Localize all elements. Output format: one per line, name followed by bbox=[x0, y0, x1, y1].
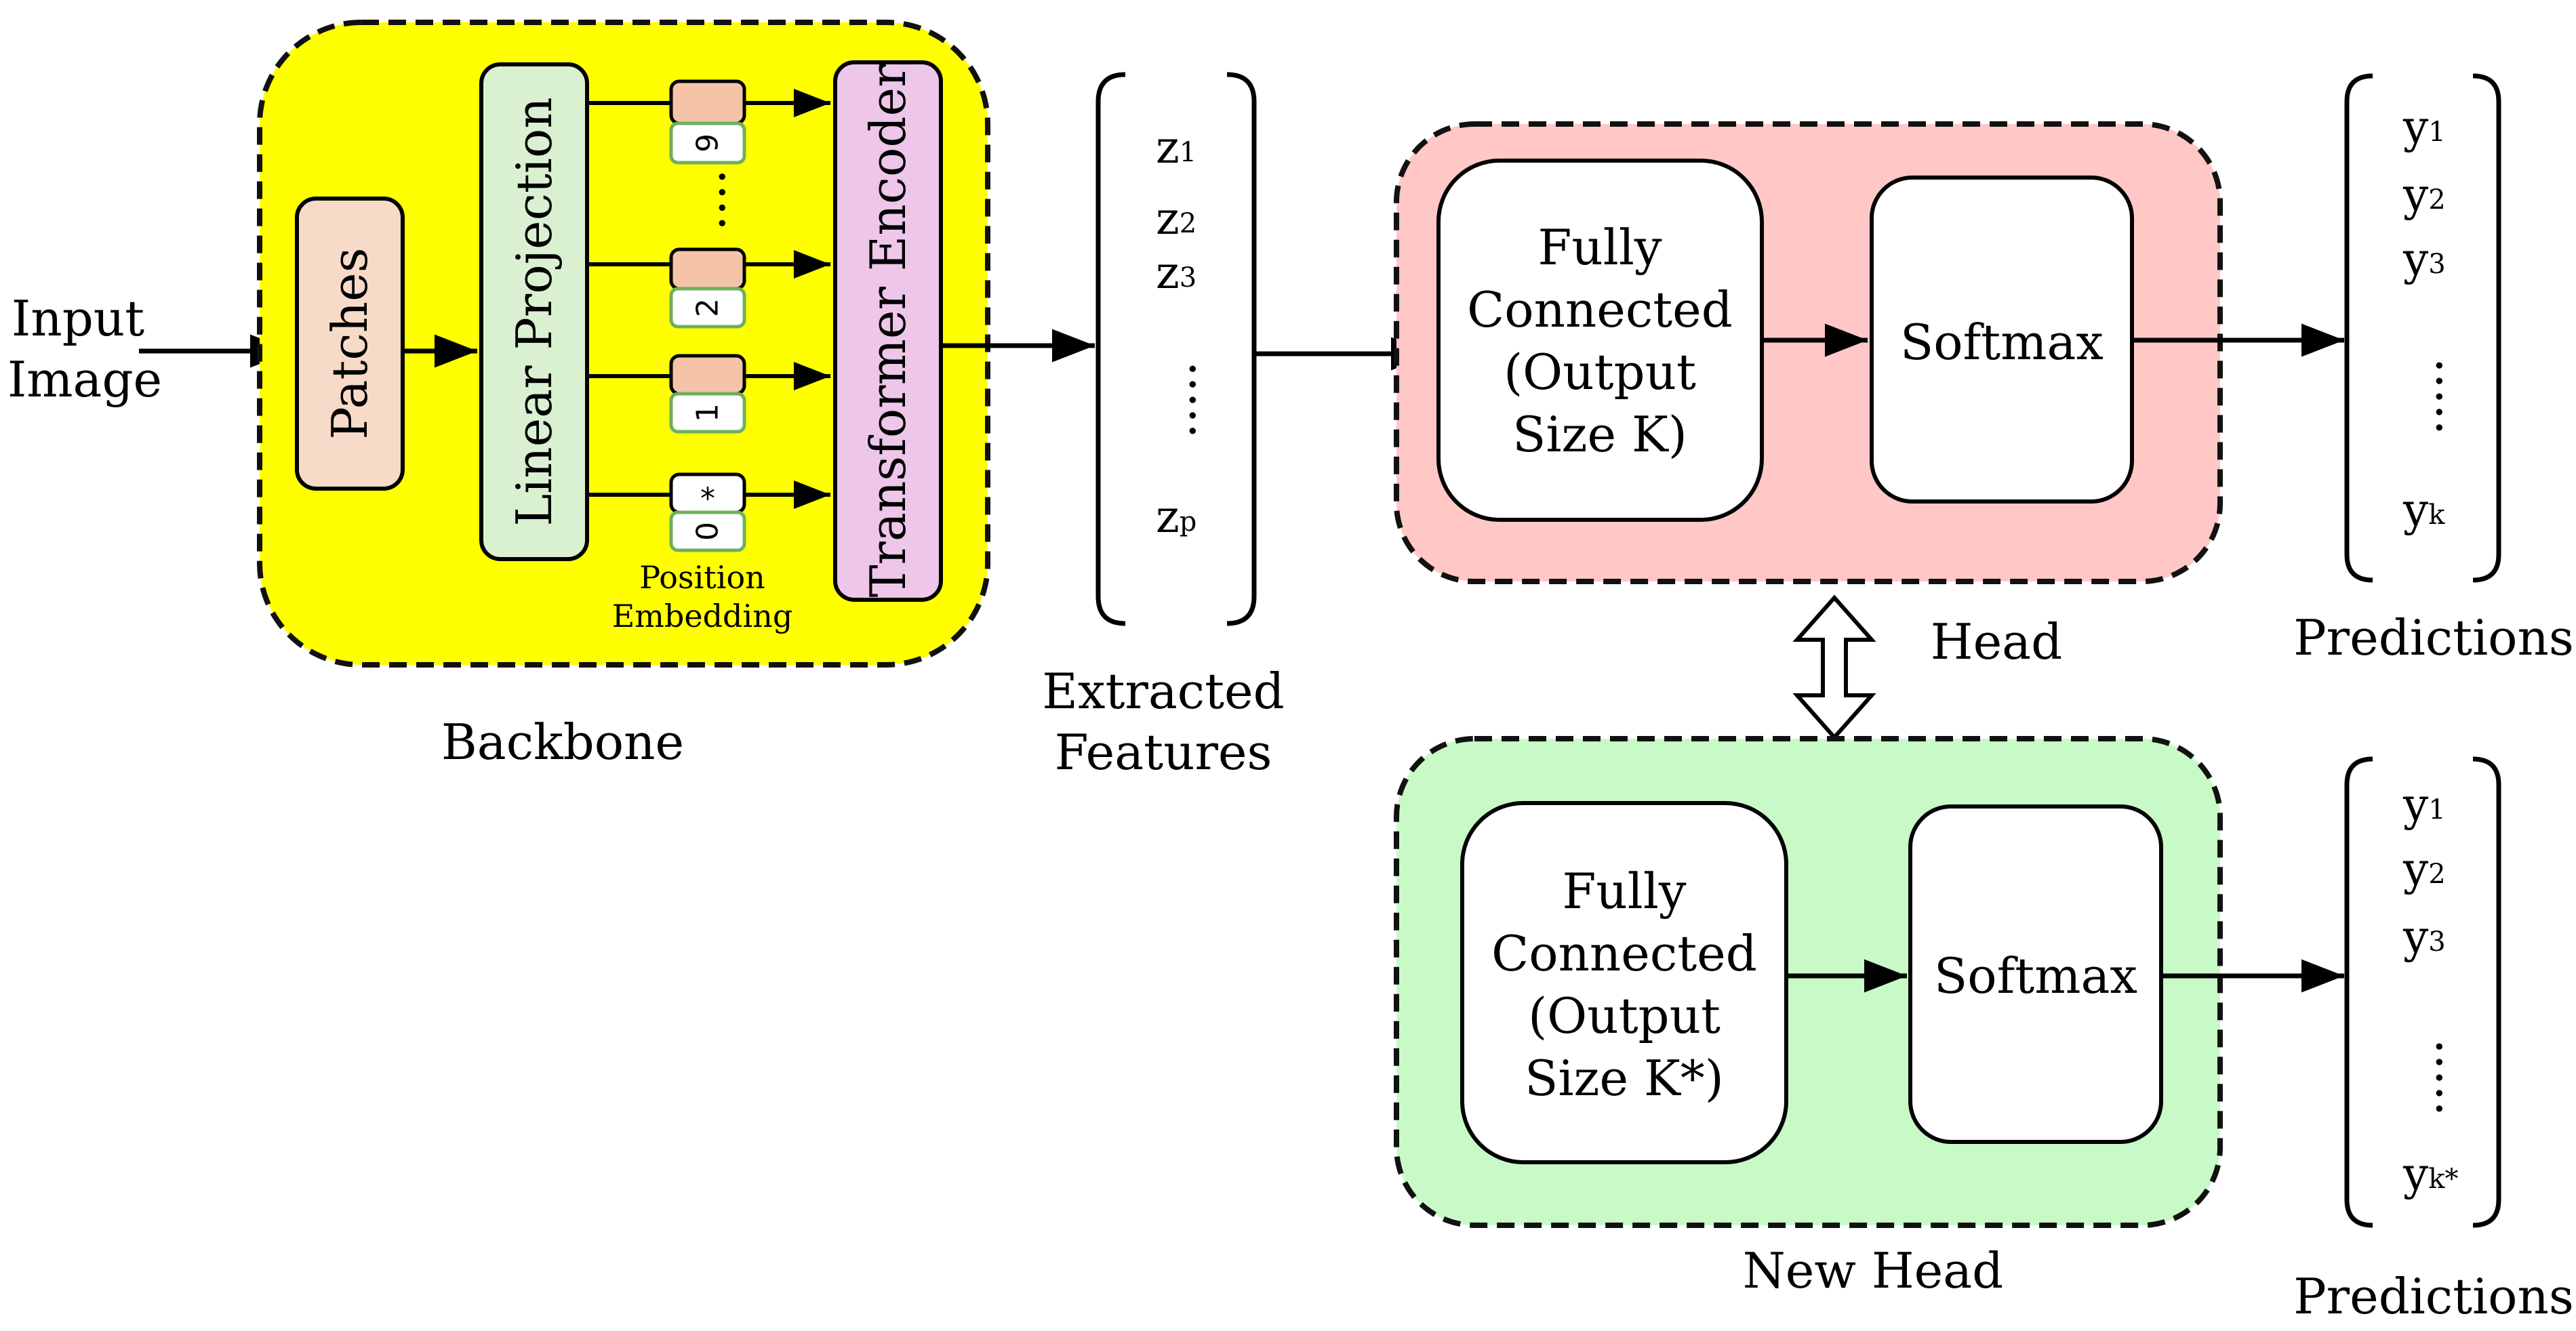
token-position-id bbox=[669, 392, 746, 434]
prediction-new-y2: y2 bbox=[2402, 843, 2446, 895]
token-position-id-label: 1 bbox=[691, 403, 725, 422]
position-embedding-label-line1: Position bbox=[639, 559, 765, 596]
new-head-group: Fully Connected (Output Size K*) Softmax bbox=[1394, 736, 2223, 1228]
token-ellipsis: .... bbox=[679, 169, 736, 231]
token-position-id bbox=[669, 121, 746, 165]
prediction-new-y3: y3 bbox=[2402, 911, 2446, 963]
head-fc-line4: Size K) bbox=[1512, 406, 1687, 463]
right-bracket bbox=[2472, 756, 2501, 1228]
linear-projection-label: Linear Projection bbox=[506, 97, 563, 526]
new-head-fc-line4: Size K*) bbox=[1525, 1050, 1724, 1107]
patches-box bbox=[295, 197, 405, 491]
linear-projection-box bbox=[479, 62, 589, 561]
head-softmax-label: Softmax bbox=[1900, 314, 2104, 371]
extracted-features-vector: z1 z2 z3 ..... zp bbox=[1095, 72, 1257, 626]
feature-z2: z2 bbox=[1156, 192, 1196, 245]
prediction-new-yk-star: yk* bbox=[2402, 1148, 2459, 1200]
swap-double-arrow bbox=[1792, 594, 1876, 741]
head-fc-line1: Fully bbox=[1537, 219, 1662, 276]
token-row-0: * 0 bbox=[587, 472, 830, 552]
token-position-id bbox=[669, 287, 746, 329]
new-head-fc-line1: Fully bbox=[1562, 863, 1686, 920]
right-bracket bbox=[2472, 73, 2501, 583]
token-position-id-label: 2 bbox=[691, 298, 725, 317]
new-head-fc-line2: Connected bbox=[1491, 925, 1757, 982]
head-label: Head bbox=[1931, 613, 2062, 670]
token-embedding bbox=[669, 247, 746, 291]
class-token-label: * bbox=[700, 482, 715, 516]
new-head-fully-connected-box bbox=[1460, 801, 1788, 1164]
extracted-features-label-line1: Extracted bbox=[1042, 663, 1284, 720]
token-row-9: 9 bbox=[587, 79, 830, 165]
token-row-2: 2 bbox=[587, 247, 830, 329]
position-embedding-label-line2: Embedding bbox=[612, 598, 793, 634]
prediction-y2: y2 bbox=[2402, 169, 2446, 221]
prediction-yk: yk bbox=[2402, 484, 2445, 536]
predictions-new-head-label: Predictions bbox=[2293, 1268, 2574, 1325]
prediction-new-y1: y1 bbox=[2402, 779, 2446, 831]
right-bracket bbox=[1226, 72, 1257, 626]
predictions-head-vector: y1 y2 y3 ..... yk bbox=[2344, 73, 2501, 583]
token-embedding bbox=[669, 354, 746, 396]
transformer-encoder-box bbox=[833, 60, 943, 602]
new-head-label: New Head bbox=[1743, 1242, 2004, 1299]
predictions-new-head-vector: y1 y2 y3 ..... yk* bbox=[2344, 756, 2501, 1228]
token-position-id-label: 9 bbox=[691, 134, 725, 152]
transformer-encoder-label: Transformer Encoder bbox=[860, 64, 917, 598]
backbone-label: Backbone bbox=[441, 714, 684, 771]
new-head-fc-line3: (Output bbox=[1528, 987, 1720, 1044]
input-label-line1: Input bbox=[12, 290, 144, 347]
extracted-features-label-line2: Features bbox=[1055, 724, 1272, 781]
head-fully-connected-box bbox=[1436, 159, 1764, 522]
token-position-id bbox=[669, 510, 746, 552]
prediction-y3: y3 bbox=[2402, 233, 2446, 285]
prediction-new-ellipsis: ..... bbox=[2396, 1039, 2453, 1116]
left-bracket bbox=[2344, 756, 2373, 1228]
left-bracket bbox=[2344, 73, 2373, 583]
predictions-head-label: Predictions bbox=[2293, 609, 2574, 666]
token-position-id-label: 0 bbox=[691, 522, 725, 541]
prediction-ellipsis: ..... bbox=[2396, 358, 2453, 435]
token-row-1: 1 bbox=[587, 354, 830, 434]
left-bracket bbox=[1095, 72, 1126, 626]
feature-z1: z1 bbox=[1156, 121, 1196, 173]
feature-z3: z3 bbox=[1156, 247, 1196, 299]
backbone-group: Patches Linear Projection 9 .... 2 1 bbox=[257, 20, 990, 668]
head-fc-line3: (Output bbox=[1504, 344, 1696, 401]
prediction-y1: y1 bbox=[2402, 101, 2446, 153]
patches-label: Patches bbox=[321, 247, 378, 439]
head-group: Fully Connected (Output Size K) Softmax bbox=[1394, 121, 2223, 584]
new-head-softmax-label: Softmax bbox=[1934, 947, 2137, 1004]
input-label-line2: Image bbox=[7, 351, 162, 408]
feature-zp: zp bbox=[1156, 491, 1196, 543]
head-fc-line2: Connected bbox=[1467, 281, 1733, 338]
token-embedding bbox=[669, 79, 746, 125]
feature-ellipsis: ..... bbox=[1150, 361, 1207, 438]
